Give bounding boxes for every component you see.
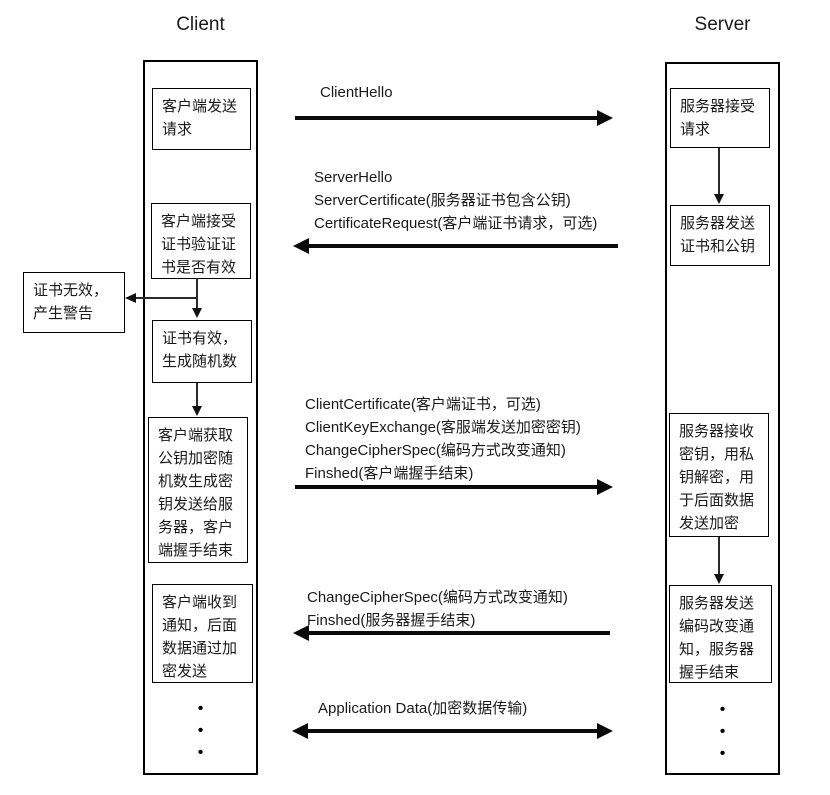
arrow-serverhello — [293, 238, 618, 254]
arrow-verify-to-valid — [192, 278, 202, 318]
server-title: Server — [694, 14, 751, 35]
arrow-shaft — [305, 729, 600, 733]
message-line: ChangeCipherSpec(编码方式改变通知) — [305, 442, 566, 459]
arrow-clientkeyexchange — [295, 479, 613, 495]
msg-clientkey-label: ClientCertificate(客户端证书，可选) ClientKeyExc… — [305, 393, 581, 485]
arrowhead-left-icon — [293, 625, 309, 641]
message-line: CertificateRequest(客户端证书请求，可选) — [314, 215, 598, 232]
arrowhead-right-icon — [597, 723, 613, 739]
arrow-clienthello — [295, 110, 613, 126]
message-line: ClientKeyExchange(客服端发送加密密钥) — [305, 419, 581, 436]
msg-serverhello-label: ServerHello ServerCertificate(服务器证书包含公钥)… — [314, 166, 597, 235]
arrowhead-down-icon — [714, 574, 724, 584]
client-step-cert-valid: 证书有效，生成随机数 — [152, 320, 252, 383]
arrow-changecipherspec-server — [293, 625, 610, 641]
msg-clienthello-label: ClientHello — [320, 81, 393, 104]
message-line: Finshed(服务器握手结束) — [307, 612, 476, 629]
client-title: Client — [176, 14, 225, 35]
arrow-to-warning — [125, 293, 197, 303]
message-line: Application Data(加密数据传输) — [318, 700, 528, 717]
message-line: ServerCertificate(服务器证书包含公钥) — [314, 192, 571, 209]
server-step-send-cert: 服务器发送证书和公钥 — [670, 205, 770, 266]
arrowhead-down-icon — [192, 406, 202, 416]
server-step-send-notice: 服务器发送编码改变通知，服务器握手结束 — [669, 585, 772, 683]
message-line: Finshed(客户端握手结束) — [305, 465, 474, 482]
arrow-decrypt-to-notice — [714, 537, 724, 584]
arrowhead-right-icon — [597, 479, 613, 495]
client-step-verify-cert: 客户端接受证书验证证书是否有效 — [151, 203, 251, 279]
arrow-shaft — [295, 485, 600, 489]
arrowhead-down-icon — [192, 308, 202, 318]
warning-box: 证书无效，产生警告 — [23, 272, 125, 333]
arrow-shaft — [306, 244, 618, 248]
msg-appdata-label: Application Data(加密数据传输) — [318, 697, 527, 720]
arrow-shaft — [306, 631, 610, 635]
message-line: ChangeCipherSpec(编码方式改变通知) — [307, 589, 568, 606]
arrow-accept-to-sendcert — [714, 148, 724, 204]
arrowhead-down-icon — [714, 194, 724, 204]
arrowhead-left-icon — [292, 723, 308, 739]
client-step-receive-notice: 客户端收到通知，后面数据通过加密发送 — [152, 584, 253, 683]
arrow-shaft — [295, 116, 600, 120]
client-ellipsis-dots: • • • — [197, 700, 204, 761]
client-step-send-request: 客户端发送请求 — [152, 88, 251, 150]
message-line: ServerHello — [314, 169, 393, 186]
arrowhead-left-icon — [293, 238, 309, 254]
server-ellipsis-dots: • • • — [719, 701, 726, 762]
message-line: ClientHello — [320, 84, 393, 101]
server-step-accept-request: 服务器接受请求 — [670, 88, 770, 148]
server-step-decrypt-key: 服务器接收密钥，用私钥解密，用于后面数据发送加密 — [669, 413, 769, 537]
message-line: ClientCertificate(客户端证书，可选) — [305, 396, 541, 413]
client-step-send-key: 客户端获取公钥加密随机数生成密钥发送给服务器，客户端握手结束 — [148, 417, 248, 563]
msg-serverfinish-label: ChangeCipherSpec(编码方式改变通知) Finshed(服务器握手… — [307, 586, 568, 632]
arrowhead-right-icon — [597, 110, 613, 126]
arrow-valid-to-sendkey — [192, 383, 202, 416]
arrowhead-left-icon — [125, 293, 136, 303]
arrow-application-data — [292, 723, 613, 739]
